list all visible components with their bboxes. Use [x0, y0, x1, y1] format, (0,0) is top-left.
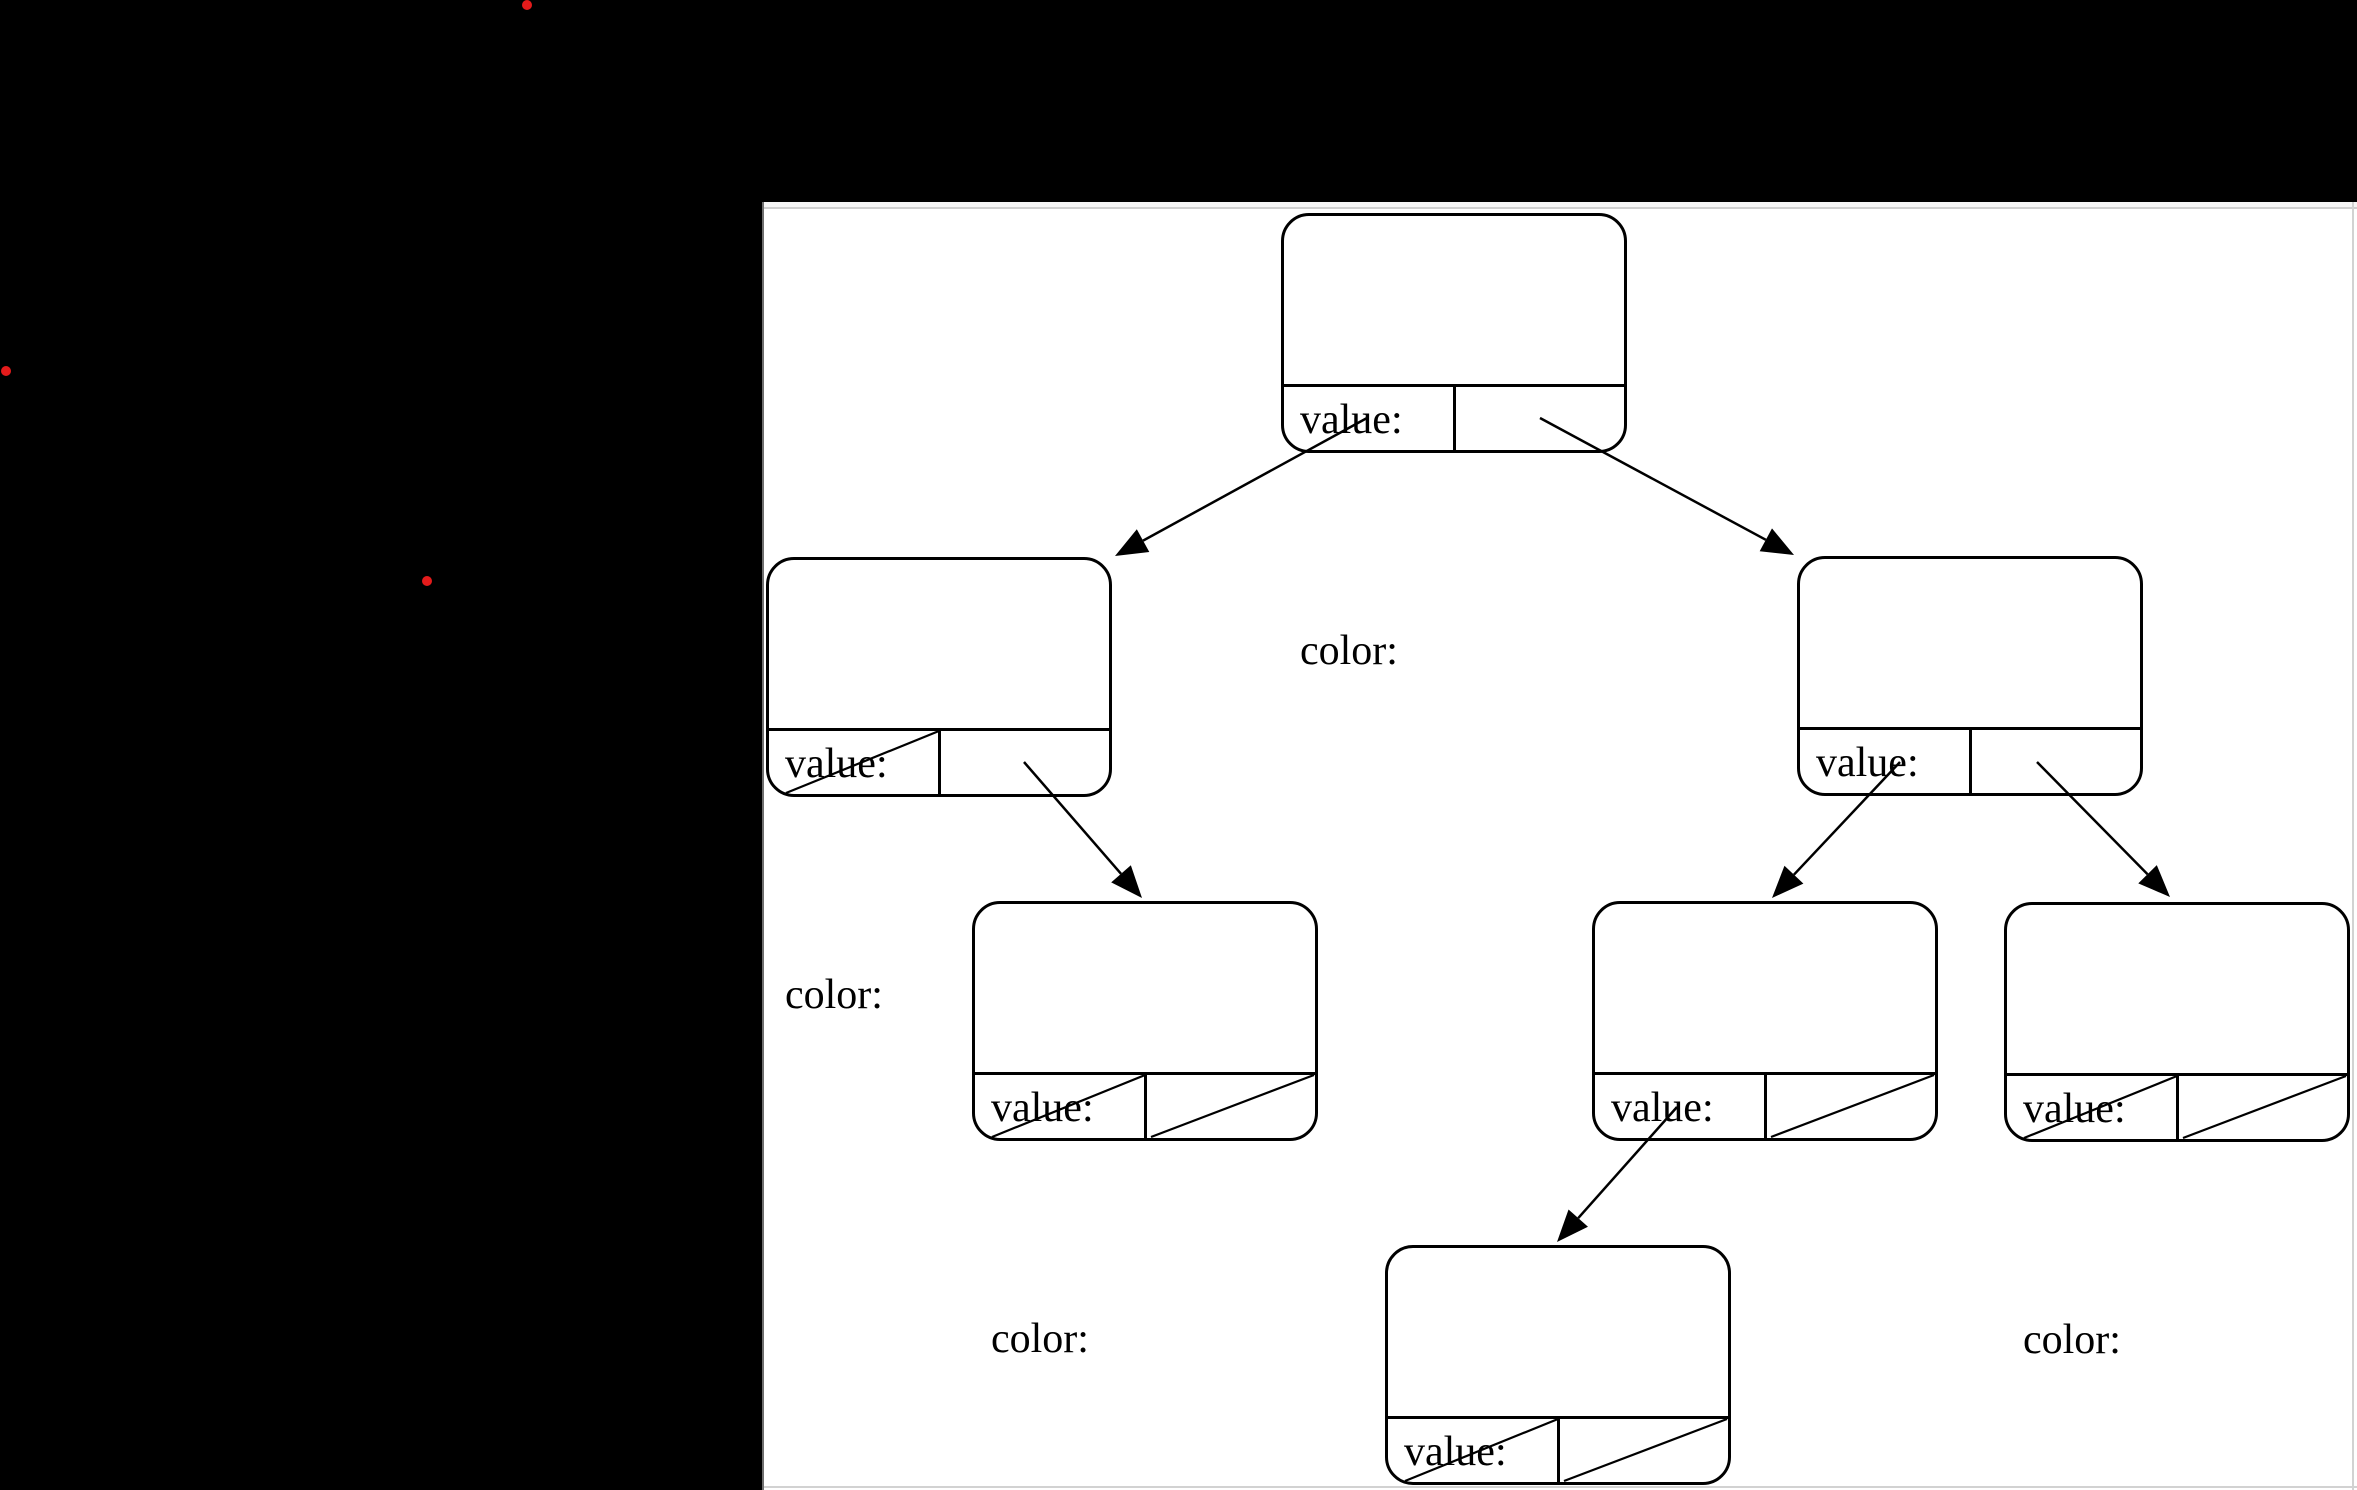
- red-dot-3: [422, 576, 432, 586]
- node-pointer-cell-divider: [937, 729, 941, 794]
- node-color-label: color:: [991, 1316, 1089, 1362]
- canvas-top-line: [764, 207, 2357, 209]
- node-fields: value: color:: [1300, 228, 1403, 844]
- tree-node-root-right-left: value: color:: [1592, 901, 1938, 1362]
- tree-node-root-right: value: color:: [1797, 556, 2143, 1017]
- node-value-label: value:: [785, 741, 888, 787]
- tree-node-root: value: color:: [1281, 213, 1627, 674]
- node-pointer-cell-divider: [1143, 1073, 1147, 1138]
- tree-node-root-left-right: value: color:: [972, 901, 1318, 1362]
- node-value-label: value:: [2023, 1086, 2126, 1132]
- node-fields: value: color:: [991, 916, 1094, 1490]
- tree-node-root-right-left-left: value: color:: [1385, 1245, 1731, 1485]
- node-color-label: color:: [1300, 628, 1398, 674]
- node-pointer-cell-divider: [1763, 1073, 1767, 1138]
- node-fields: value: color:: [2023, 917, 2126, 1490]
- node-color-label: color:: [785, 972, 883, 1018]
- red-dot-1: [522, 0, 532, 10]
- node-color-label: color:: [2023, 1317, 2121, 1363]
- node-value-label: value:: [1816, 740, 1919, 786]
- canvas-right-line: [2352, 202, 2354, 1490]
- node-fields: value: color:: [1404, 1260, 1507, 1490]
- node-pointer-cell-divider: [1452, 385, 1456, 450]
- node-value-label: value:: [1404, 1429, 1507, 1475]
- node-value-label: value:: [1611, 1085, 1714, 1131]
- node-pointer-cell-divider: [1968, 728, 1972, 793]
- node-pointer-cell-divider: [1556, 1417, 1560, 1482]
- red-dot-2: [1, 366, 11, 376]
- tree-node-root-left: value: color:: [766, 557, 1112, 1018]
- tree-node-root-right-right: value: color:: [2004, 902, 2350, 1363]
- node-value-label: value:: [1300, 397, 1403, 443]
- node-value-label: value:: [991, 1085, 1094, 1131]
- node-fields: value: color:: [785, 572, 888, 1188]
- node-pointer-cell-divider: [2175, 1074, 2179, 1139]
- canvas-top-strip: [764, 202, 2357, 207]
- canvas-bottom-line: [764, 1486, 2357, 1488]
